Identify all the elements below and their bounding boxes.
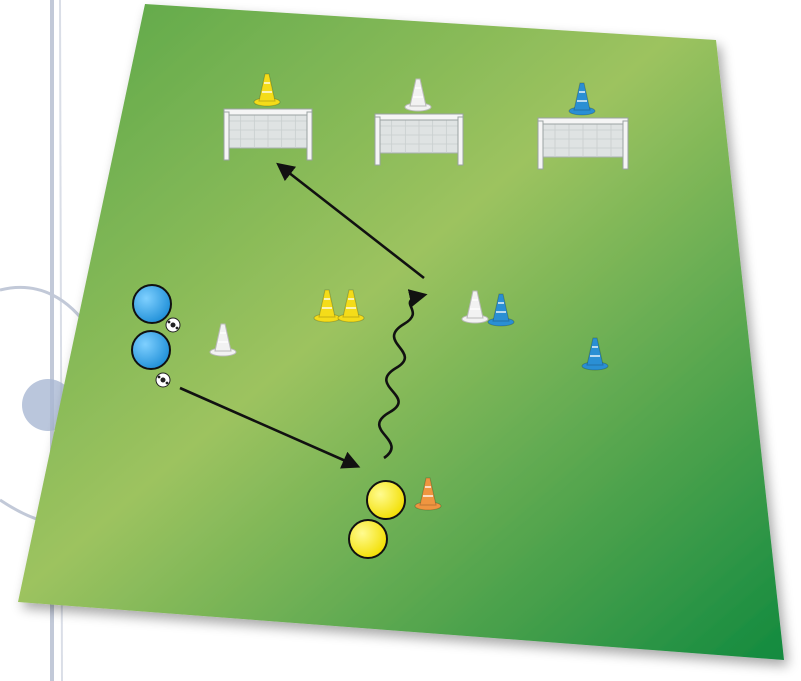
goal-cone-blue xyxy=(568,82,596,116)
blue-player xyxy=(131,330,171,370)
goal-blue xyxy=(537,117,629,170)
goals xyxy=(223,73,629,170)
goal-yellow xyxy=(223,108,313,161)
blue-player xyxy=(132,284,172,324)
left-cone-white xyxy=(209,323,237,357)
movement-arrows xyxy=(179,162,428,469)
center-right-gate-cone-blue xyxy=(487,293,515,327)
dribble-arrow xyxy=(377,289,428,460)
pitch xyxy=(18,4,784,660)
center-left-gate-cone-yellow xyxy=(313,289,341,323)
center-right-gate-cone-white xyxy=(461,290,489,324)
right-cone-blue xyxy=(581,337,609,371)
ball-icon xyxy=(155,372,171,388)
players xyxy=(131,284,406,559)
goal-cone-white xyxy=(404,78,432,112)
shot-arrow xyxy=(276,162,425,280)
yellow-player xyxy=(366,480,406,520)
cones xyxy=(209,289,609,511)
yellow-player xyxy=(348,519,388,559)
orange-cone-orange xyxy=(414,477,442,511)
center-left-gate-cone-yellow xyxy=(337,289,365,323)
pass-arrow xyxy=(179,386,361,469)
goal-white xyxy=(374,113,464,166)
ball-icon xyxy=(165,317,181,333)
goal-cone-yellow xyxy=(253,73,281,107)
